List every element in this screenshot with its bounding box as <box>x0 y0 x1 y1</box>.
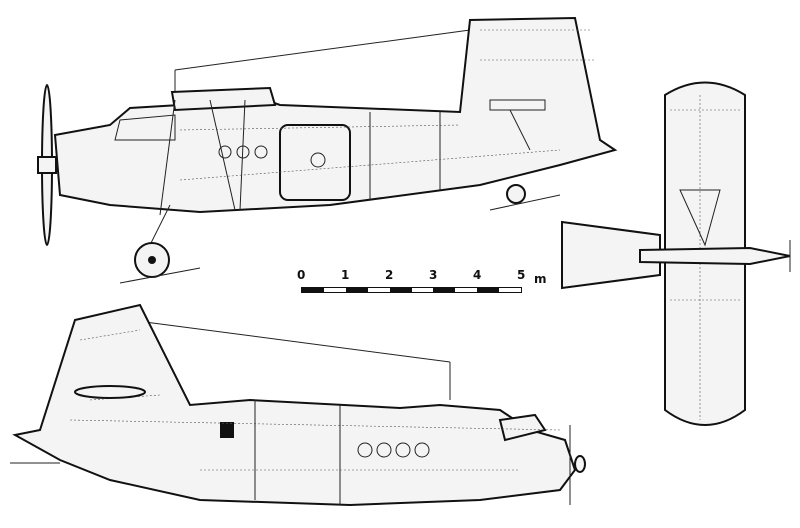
scale-tick-0: 0 <box>297 268 306 282</box>
scale-segment <box>455 288 478 292</box>
scale-segment <box>367 288 390 292</box>
side-view-lower <box>10 303 586 507</box>
scale-segment <box>389 288 412 292</box>
scale-segment <box>323 288 346 292</box>
scale-tick-5: 5 <box>517 268 526 282</box>
scale-segment <box>345 288 368 292</box>
scale-tick-4: 4 <box>473 268 482 282</box>
scale-segment <box>302 288 324 292</box>
top-view <box>561 81 791 426</box>
scale-segment <box>411 288 434 292</box>
scale-tick-1: 1 <box>341 268 350 282</box>
side-view-upper <box>37 16 618 284</box>
scale-segment <box>477 288 500 292</box>
scale-segment <box>433 288 456 292</box>
scale-segment <box>499 288 522 292</box>
scale-unit: m <box>534 272 547 286</box>
scale-tick-2: 2 <box>385 268 394 282</box>
scale-tick-3: 3 <box>429 268 438 282</box>
